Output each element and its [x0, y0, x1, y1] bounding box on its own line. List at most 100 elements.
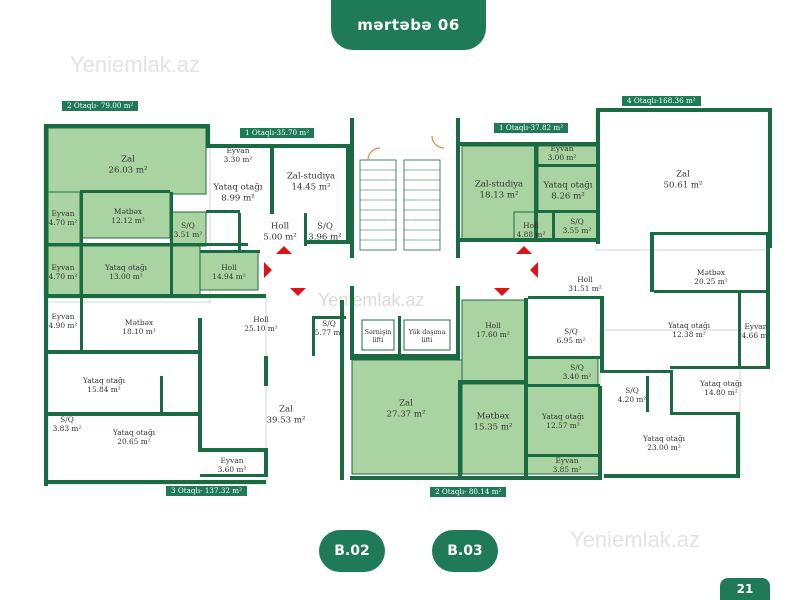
- wall: [460, 380, 526, 384]
- wall: [526, 384, 600, 387]
- wall: [206, 144, 350, 148]
- apartment-area-tag: 4 Otaqlı-168.36: [622, 96, 701, 106]
- door-arc: [367, 147, 381, 161]
- wall: [264, 356, 268, 386]
- wall: [736, 412, 740, 478]
- entrance-arrow: [264, 262, 272, 278]
- wall: [552, 212, 555, 240]
- wall: [160, 376, 163, 412]
- passenger-lift: [361, 319, 395, 351]
- wall: [670, 370, 673, 415]
- entrance-arrow: [290, 288, 306, 296]
- wall: [304, 213, 307, 246]
- wall: [312, 316, 346, 319]
- wall: [650, 232, 654, 292]
- room-fill: [199, 251, 259, 291]
- apartment-area-tag: 1 Otaqlı-35.70: [240, 128, 315, 138]
- wall: [654, 290, 768, 293]
- entrance-arrow: [516, 246, 532, 254]
- wall: [596, 108, 772, 112]
- wall: [198, 318, 202, 448]
- entrance-arrow: [276, 246, 292, 254]
- apartment-area-tag: 3 Otaqlı- 137.32: [166, 486, 247, 496]
- wall: [48, 480, 266, 484]
- room-fill: [171, 211, 207, 247]
- wall: [340, 300, 344, 480]
- wall: [350, 476, 602, 480]
- wall: [170, 192, 173, 296]
- freight-lift: [403, 319, 451, 351]
- wall: [654, 232, 768, 235]
- wall: [48, 350, 198, 354]
- wall: [528, 296, 604, 299]
- wall: [44, 298, 48, 486]
- wall: [460, 142, 600, 146]
- entrance-arrow: [530, 262, 538, 278]
- wall: [600, 298, 604, 370]
- wall: [200, 474, 268, 477]
- wall: [312, 316, 315, 356]
- wall: [80, 190, 170, 193]
- wall: [598, 386, 602, 480]
- apartment-area-tag: 2 Otaqlı- 79.00: [62, 101, 139, 111]
- wall: [456, 118, 460, 258]
- wall: [398, 316, 401, 356]
- wall: [44, 294, 266, 298]
- watermark: Yeniemlak.az: [570, 527, 701, 552]
- floor-title: mərtəbə 06: [331, 0, 486, 50]
- wall: [596, 108, 600, 244]
- wall: [460, 238, 600, 242]
- block-b03-button[interactable]: B.03: [432, 530, 498, 572]
- wall: [350, 286, 354, 356]
- block-b02-button[interactable]: B.02: [319, 530, 385, 572]
- wall: [80, 298, 83, 352]
- apartment-area-tag: 2 Otaqlı- 80.14: [430, 487, 507, 497]
- wall: [670, 366, 770, 369]
- room-fill: [537, 165, 599, 213]
- wall: [350, 118, 354, 258]
- wall: [768, 108, 772, 248]
- wall: [600, 370, 670, 373]
- wall: [456, 286, 460, 356]
- wall: [670, 412, 740, 415]
- wall: [350, 354, 460, 360]
- wall: [346, 144, 350, 244]
